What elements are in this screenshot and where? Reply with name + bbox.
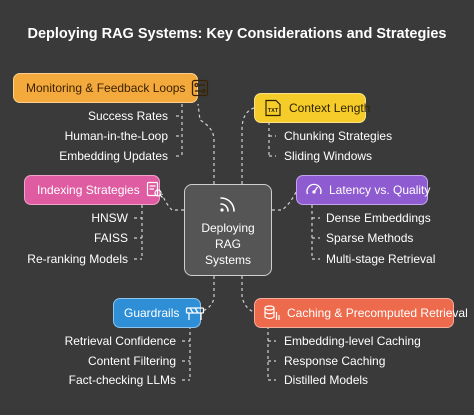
latency-item-0: Dense Embeddings [326,211,431,225]
caching-item-2: Distilled Models [284,373,369,387]
connector-center-latency [272,191,297,211]
branch-context: TXT Context Length [254,93,370,123]
diagram-title: Deploying RAG Systems: Key Consideration… [27,26,447,42]
guardrails-item-2: Fact-checking LLMs [68,373,176,387]
speedometer-icon [305,181,323,199]
branch-caching-label: Caching & Precomputed Retrieval [287,306,468,320]
branch-guardrails: Guardrails [113,298,205,328]
context-item-0: Chunking Strategies [284,129,393,143]
toggle-panel-icon [191,79,209,97]
indexing-item-1: FAISS [93,231,128,245]
guardrails-item-0: Retrieval Confidence [64,334,176,348]
latency-item-1: Sparse Methods [326,231,414,245]
connector-center-indexing [161,193,184,211]
monitoring-item-1: Human-in-the-Loop [64,129,168,143]
caching-item-1: Response Caching [284,354,386,368]
branch-monitoring-label: Monitoring & Feedback Loops [26,81,186,95]
monitoring-item-2: Embedding Updates [59,149,168,163]
index-search-icon [146,181,164,199]
center-label-line-2: Systems [204,252,251,267]
svg-text:TXT: TXT [268,108,279,114]
monitoring-item-0: Success Rates [87,109,168,123]
caching-item-0: Embedding-level Caching [284,334,421,348]
connector-center-caching [241,276,255,313]
branch-indexing: Indexing Strategies [24,175,163,205]
center-label-line-1: RAG [214,236,241,251]
branch-monitoring: Monitoring & Feedback Loops [13,73,209,103]
connector-center-monitoring [197,103,215,184]
branch-context-label: Context Length [289,101,371,115]
indexing-item-0: HNSW [91,211,128,225]
center-label-line-0: Deploying [201,220,255,235]
branch-caching: Caching & Precomputed Retrieval [254,298,468,328]
branch-latency-label: Latency vs. Quality [329,183,431,197]
rss-signal-icon [218,194,238,219]
txt-file-icon: TXT [263,99,283,117]
branch-latency: Latency vs. Quality [296,175,431,205]
latency-item-2: Multi-stage Retrieval [326,252,436,266]
context-item-1: Sliding Windows [284,149,373,163]
connector-center-guardrails [199,276,215,313]
center-node: Deploying RAG Systems [184,184,272,276]
connector-center-context [241,107,255,184]
database-stack-icon [263,304,281,322]
branch-guardrails-label: Guardrails [124,306,180,320]
barrier-icon [185,304,205,322]
indexing-item-2: Re-ranking Models [27,252,128,266]
guardrails-item-1: Content Filtering [87,354,176,368]
branch-indexing-label: Indexing Strategies [37,183,140,197]
